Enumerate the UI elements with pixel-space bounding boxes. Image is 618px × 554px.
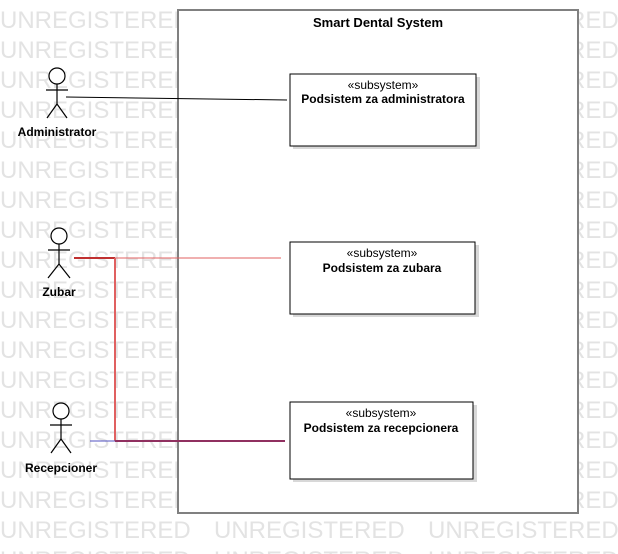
actor-head (48, 67, 66, 85)
actor-left-leg (46, 103, 58, 119)
system-title: Smart Dental System (313, 15, 443, 30)
actor-right-leg (58, 263, 71, 279)
watermark-text: UNREGISTERED (0, 277, 191, 304)
subsystem-administrator[interactable]: «subsystem» Podsistem za administratora (289, 73, 480, 149)
actor-zubar[interactable] (47, 227, 71, 279)
subsystem-stereotype: «subsystem» (346, 406, 417, 420)
actor-administrator[interactable] (46, 67, 68, 119)
association-administrator[interactable] (65, 96, 288, 101)
subsystem-recepcioner[interactable]: «subsystem» Podsistem za recepcionera (289, 401, 477, 482)
subsystem-stereotype: «subsystem» (348, 78, 419, 92)
actor-right-leg (56, 103, 68, 119)
associations (65, 96, 288, 442)
actor-recepcioner[interactable] (50, 402, 72, 454)
watermark-text: UNREGISTERED (0, 7, 191, 34)
watermark-text: UNREGISTERED (0, 457, 191, 484)
watermark-text: UNREGISTERED (0, 97, 191, 124)
actor-head (52, 402, 70, 420)
watermark-text: UNREGISTERED (214, 547, 405, 554)
watermark-text: UNREGISTERED (0, 37, 191, 64)
actor-label-zubar: Zubar (42, 285, 76, 299)
watermark-text: UNREGISTERED (0, 67, 191, 94)
watermark-text: UNREGISTERED (0, 247, 191, 274)
watermark-text: UNREGISTERED (0, 337, 191, 364)
subsystem-name: Podsistem za zubara (323, 261, 442, 275)
watermark-text: UNREGISTERED (0, 217, 191, 244)
actor-label-recepcioner: Recepcioner (25, 461, 97, 475)
watermark-text: UNREGISTERED (214, 517, 405, 544)
watermark-text: UNREGISTERED (428, 547, 618, 554)
subsystem-stereotype: «subsystem» (347, 246, 418, 260)
watermark-text: UNREGISTERED (0, 487, 191, 514)
watermark-text: UNREGISTERED (0, 517, 191, 544)
watermark-text: UNREGISTERED (0, 307, 191, 334)
watermark-text: UNREGISTERED (428, 517, 618, 544)
watermark-text: UNREGISTERED (0, 157, 191, 184)
watermark-text: UNREGISTERED (0, 187, 191, 214)
watermark-text: UNREGISTERED (0, 127, 191, 154)
subsystem-zubar[interactable]: «subsystem» Podsistem za zubara (289, 241, 479, 317)
watermark-text: UNREGISTERED (0, 547, 191, 554)
actor-left-leg (50, 438, 62, 454)
actor-head (50, 227, 68, 245)
subsystem-name: Podsistem za administratora (301, 92, 465, 106)
actor-left-leg (47, 263, 60, 279)
watermark-text: UNREGISTERED (0, 397, 191, 424)
subsystem-name: Podsistem za recepcionera (304, 421, 459, 435)
watermark-text: UNREGISTERED (0, 367, 191, 394)
actor-right-leg (60, 438, 72, 454)
actor-label-administrator: Administrator (18, 125, 97, 139)
